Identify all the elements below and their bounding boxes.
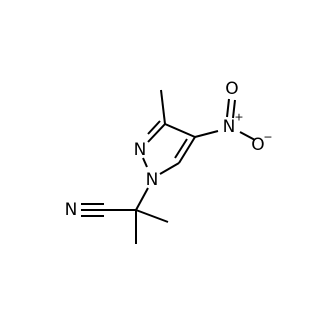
bond-nitro-o-double-a: [226, 98, 230, 118]
bond-nitro-o-double-b: [232, 99, 236, 119]
bond-c3-c4: [164, 123, 196, 138]
bond-n2-c3-b: [147, 120, 161, 135]
bond-n2-c3-a: [147, 123, 166, 143]
bond-n1-n2: [142, 157, 148, 168]
bond-c4-nitro-n: [194, 130, 219, 138]
charge-plus: +: [234, 111, 243, 124]
atom-n2: N: [134, 140, 147, 160]
atom-o-double: O: [225, 79, 238, 99]
charge-minus: −: [263, 131, 272, 144]
bond-c4-c5-a: [178, 136, 196, 164]
bond-n1-cquat: [135, 187, 149, 211]
atom-n1: N: [146, 170, 159, 190]
bond-c4-c5-b: [174, 138, 188, 159]
atom-n-nitrile: N: [65, 200, 78, 220]
bonds: [81, 89, 256, 244]
bond-cquat-methyl-right: [135, 209, 169, 223]
atom-labels: N N N + O O − N: [65, 79, 273, 220]
bond-c3-methyl: [160, 89, 166, 125]
atom-n-nitro: N: [223, 117, 236, 137]
bond-nitro-o-single: [239, 131, 256, 141]
atom-o-single: O: [251, 135, 264, 155]
bond-c5-n1: [159, 162, 180, 175]
